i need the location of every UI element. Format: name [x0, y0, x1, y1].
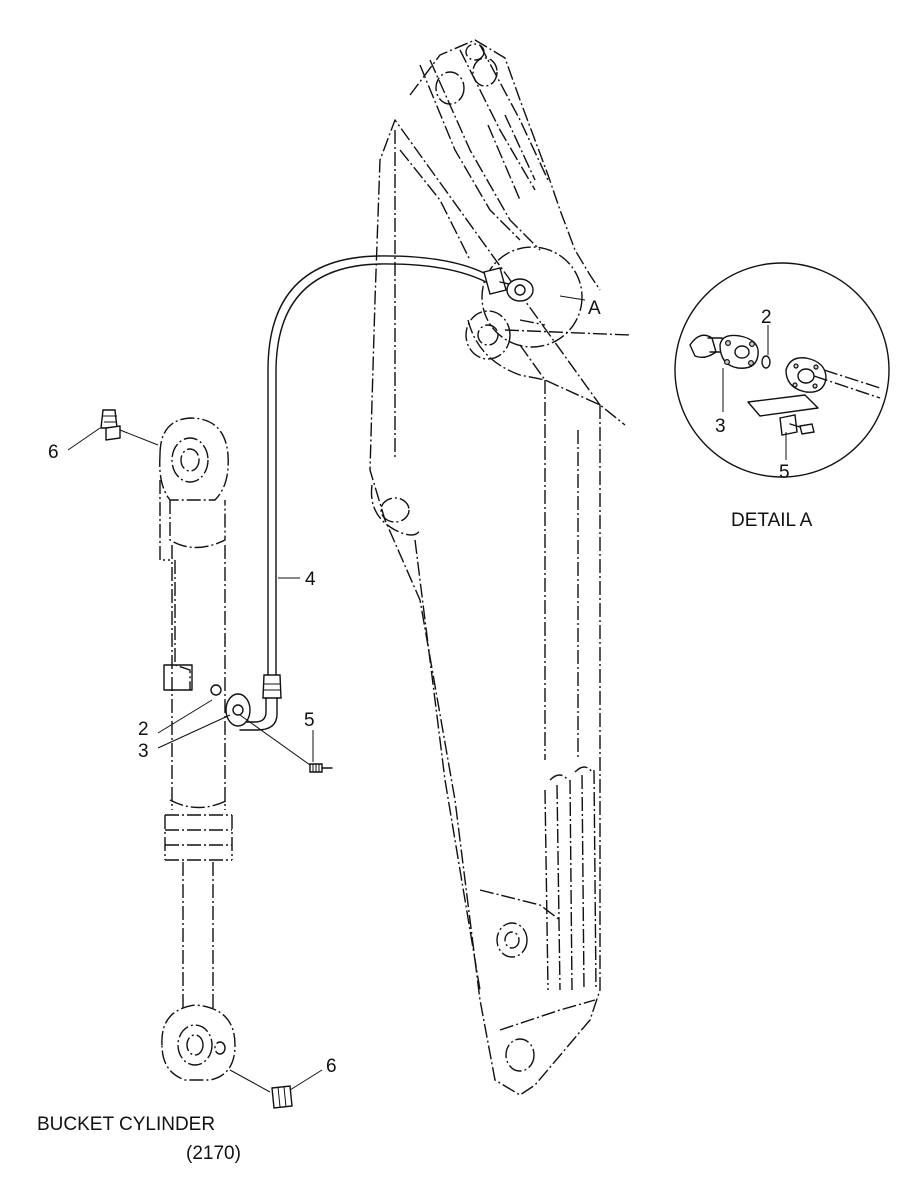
callout-a: A	[588, 298, 601, 319]
plug-6-top	[100, 409, 121, 441]
bucket-cylinder	[159, 417, 236, 1081]
cylinder-caption-line2: (2170)	[186, 1143, 241, 1164]
detail-callout-3: 3	[715, 416, 726, 437]
detail-callout-2: 2	[761, 307, 772, 328]
plug-6-bottom	[271, 1085, 293, 1109]
callout-6-top: 6	[48, 442, 59, 463]
hose-assembly	[225, 255, 534, 731]
detail-a-circle	[674, 262, 890, 478]
callout-5: 5	[304, 710, 315, 731]
bolt-5-main	[309, 763, 333, 773]
callout-2: 2	[138, 719, 149, 740]
excavator-arm	[369, 39, 631, 1096]
detail-a-caption: DETAIL A	[731, 510, 813, 531]
detail-callout-5: 5	[779, 462, 790, 483]
cylinder-caption-line1: BUCKET CYLINDER	[37, 1114, 215, 1135]
callout-3: 3	[138, 741, 149, 762]
callout-6-bottom: 6	[326, 1056, 337, 1077]
leader-lines	[67, 295, 586, 1093]
callout-4: 4	[305, 569, 316, 590]
